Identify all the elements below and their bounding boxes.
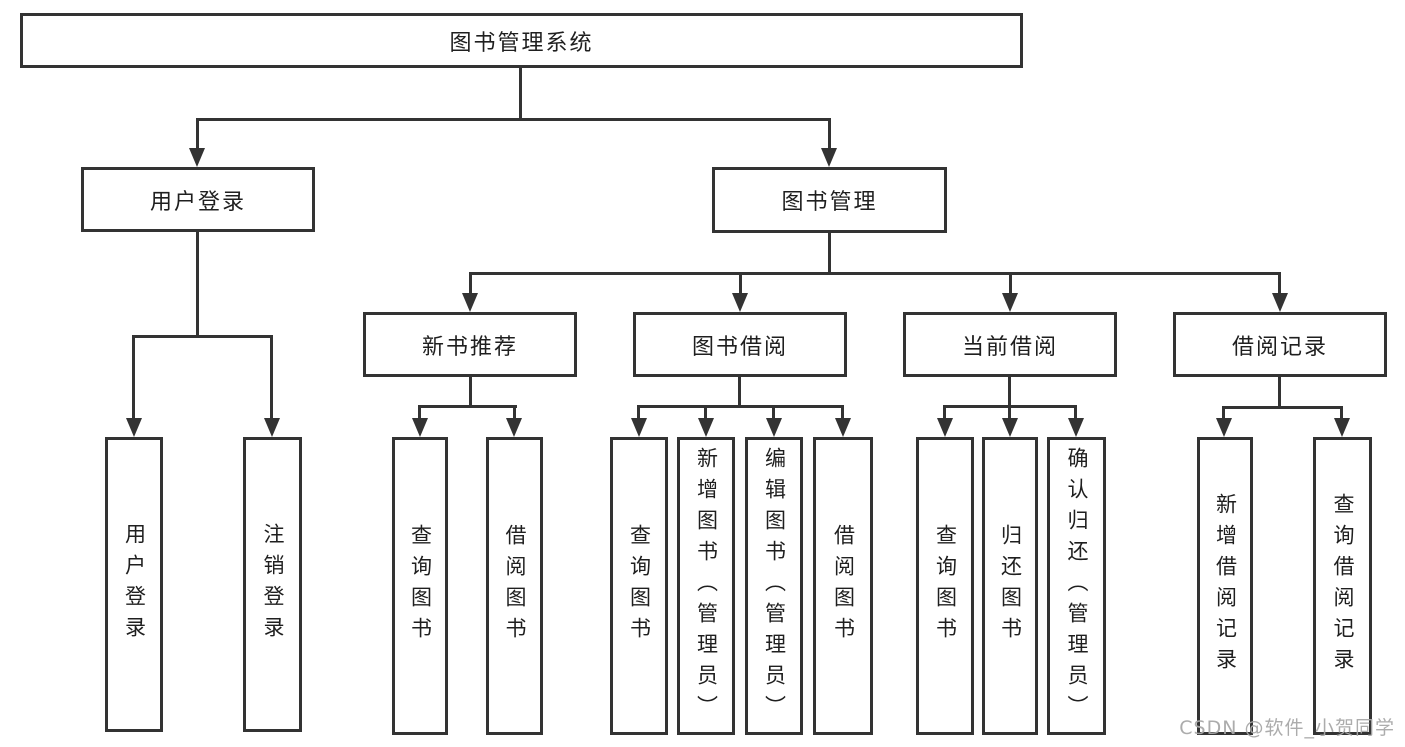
leaf-bb-query-books: 查询图书 xyxy=(610,437,668,735)
connector-line xyxy=(196,232,199,335)
connector-line xyxy=(132,335,273,338)
arrow-down-icon xyxy=(1002,418,1018,437)
node-new-book-recommend: 新书推荐 xyxy=(363,312,577,377)
connector-line xyxy=(469,272,1281,275)
node-label: 当前借阅 xyxy=(961,334,1058,360)
node-label: 编辑图书（管理员） xyxy=(762,446,787,726)
connector-line xyxy=(1008,405,1011,420)
node-label: 确认归还（管理员） xyxy=(1065,446,1089,726)
leaf-nbr-borrow-books: 借阅图书 xyxy=(486,437,543,735)
connector-line xyxy=(704,405,707,420)
connector-line xyxy=(943,405,946,420)
node-root-library-system: 图书管理系统 xyxy=(20,13,1023,68)
node-label: 查询图书 xyxy=(408,524,433,648)
leaf-bb-add-books-admin: 新增图书（管理员） xyxy=(677,437,735,735)
arrow-down-icon xyxy=(937,418,953,437)
connector-line xyxy=(469,272,472,295)
connector-line xyxy=(1009,272,1012,295)
connector-line xyxy=(1278,377,1281,408)
connector-line xyxy=(469,377,472,407)
arrow-down-icon xyxy=(1216,418,1232,437)
leaf-cb-confirm-return-admin: 确认归还（管理员） xyxy=(1047,437,1106,735)
connector-line xyxy=(1222,406,1343,409)
arrow-down-icon xyxy=(766,418,782,437)
leaf-cb-query-books: 查询图书 xyxy=(916,437,974,735)
arrow-down-icon xyxy=(1068,418,1084,437)
node-label: 用户登录 xyxy=(122,522,147,647)
node-label: 借阅图书 xyxy=(831,524,856,648)
arrow-down-icon xyxy=(462,293,478,312)
node-label: 图书管理 xyxy=(781,190,878,215)
arrow-down-icon xyxy=(412,418,428,437)
arrow-down-icon xyxy=(631,418,647,437)
arrow-down-icon xyxy=(506,418,522,437)
connector-line xyxy=(519,68,522,118)
node-label: 新书推荐 xyxy=(421,334,518,360)
arrow-down-icon xyxy=(732,293,748,312)
connector-line xyxy=(418,405,517,408)
leaf-logout: 注销登录 xyxy=(243,437,302,732)
arrow-down-icon xyxy=(189,148,205,167)
connector-line xyxy=(841,405,844,420)
connector-line xyxy=(513,405,516,420)
connector-line xyxy=(197,118,831,121)
node-book-borrowing: 图书借阅 xyxy=(633,312,847,377)
leaf-bb-edit-books-admin: 编辑图书（管理员） xyxy=(745,437,803,735)
connector-line xyxy=(196,118,199,150)
node-label: 查询图书 xyxy=(933,524,958,648)
connector-line xyxy=(270,335,273,420)
node-label: 注销登录 xyxy=(261,522,285,647)
connector-line xyxy=(1222,406,1225,420)
node-borrowing-records: 借阅记录 xyxy=(1173,312,1387,377)
node-label: 图书管理系统 xyxy=(449,30,594,56)
connector-line xyxy=(1074,405,1077,420)
node-book-management: 图书管理 xyxy=(712,167,947,233)
node-label: 图书借阅 xyxy=(691,334,788,360)
arrow-down-icon xyxy=(126,418,142,437)
node-label: 借阅图书 xyxy=(503,524,527,648)
connector-line xyxy=(739,272,742,295)
connector-line xyxy=(738,377,741,407)
connector-line xyxy=(828,233,831,274)
node-user-login: 用户登录 xyxy=(81,167,315,232)
arrow-down-icon xyxy=(698,418,714,437)
node-label: 新增借阅记录 xyxy=(1213,493,1238,679)
connector-line xyxy=(637,405,844,408)
arrow-down-icon xyxy=(264,418,280,437)
arrow-down-icon xyxy=(821,148,837,167)
connector-line xyxy=(772,405,775,420)
node-label: 用户登录 xyxy=(149,189,246,215)
node-label: 归还图书 xyxy=(998,524,1023,648)
connector-line xyxy=(1340,406,1343,420)
connector-line xyxy=(828,118,831,150)
node-label: 借阅记录 xyxy=(1231,334,1328,360)
leaf-bb-borrow-books: 借阅图书 xyxy=(813,437,873,735)
leaf-nbr-query-books: 查询图书 xyxy=(392,437,448,735)
arrow-down-icon xyxy=(1002,293,1018,312)
arrow-down-icon xyxy=(1334,418,1350,437)
node-label: 查询借阅记录 xyxy=(1331,493,1355,679)
csdn-watermark: CSDN @软件_小贺同学 xyxy=(1179,717,1395,739)
connector-line xyxy=(1278,272,1281,295)
node-label: 新增图书（管理员） xyxy=(694,446,719,726)
connector-line xyxy=(637,405,640,420)
connector-line xyxy=(418,405,421,420)
connector-line xyxy=(132,335,135,420)
leaf-user-login: 用户登录 xyxy=(105,437,163,732)
connector-line xyxy=(1008,377,1011,407)
leaf-cb-return-books: 归还图书 xyxy=(982,437,1038,735)
leaf-br-query-record: 查询借阅记录 xyxy=(1313,437,1372,735)
node-label: 查询图书 xyxy=(627,524,652,648)
arrow-down-icon xyxy=(835,418,851,437)
arrow-down-icon xyxy=(1272,293,1288,312)
node-current-borrowing: 当前借阅 xyxy=(903,312,1117,377)
leaf-br-add-record: 新增借阅记录 xyxy=(1197,437,1253,735)
